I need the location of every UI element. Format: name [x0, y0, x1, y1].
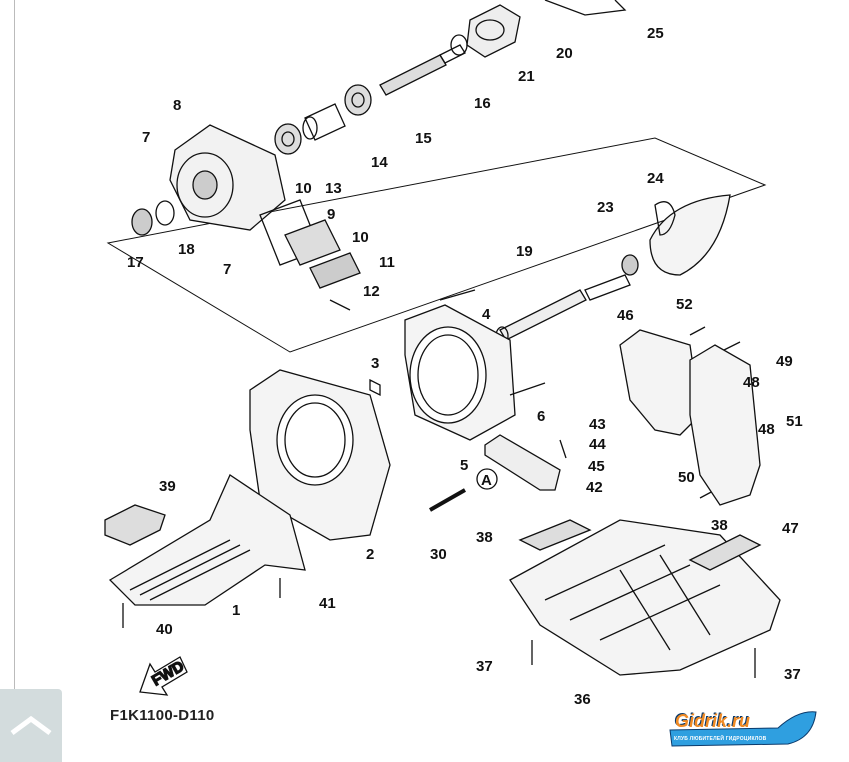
part-bolts [123, 290, 755, 678]
part-label: 14 [371, 154, 388, 171]
part-label: 12 [363, 283, 380, 300]
fwd-arrow [140, 657, 187, 695]
logo-wave-shape [668, 708, 818, 754]
group-outline [108, 138, 765, 352]
part-label: 20 [556, 45, 573, 62]
part-label: 6 [537, 408, 545, 425]
part-label: 47 [782, 520, 799, 537]
part-label: 3 [371, 355, 379, 372]
reference-mark-circle [477, 469, 497, 489]
part-label: 36 [574, 691, 591, 708]
part-housing-top [451, 0, 625, 57]
part-bracket-42 [485, 435, 560, 490]
part-impeller-24 [622, 195, 730, 275]
chevron-up-icon [8, 709, 54, 739]
part-label: 51 [786, 413, 803, 430]
part-label: 18 [178, 241, 195, 258]
part-label: 19 [516, 243, 533, 260]
part-label: 41 [319, 595, 336, 612]
part-label: 24 [647, 170, 664, 187]
part-label: 38 [476, 529, 493, 546]
part-label: 9 [327, 206, 335, 223]
part-label: 10 [295, 180, 312, 197]
part-label: 16 [474, 95, 491, 112]
scroll-to-top-button[interactable] [0, 689, 62, 762]
reference-mark: A [481, 472, 492, 489]
part-label: 48 [743, 374, 760, 391]
part-label: 45 [588, 458, 605, 475]
gidrik-logo: Gidrik.ru КЛУБ ЛЮБИТЕЛЕЙ ГИДРОЦИКЛОВ [668, 708, 818, 754]
part-label: 38 [711, 517, 728, 534]
part-shaft-19 [496, 275, 630, 345]
page-divider-line [14, 0, 15, 690]
drawing-code: F1K1100-D110 [110, 707, 215, 724]
part-gaskets-9-11 [260, 200, 360, 310]
part-label: 40 [156, 621, 173, 638]
part-label: 37 [476, 658, 493, 675]
part-label: 8 [173, 97, 181, 114]
part-label: 13 [325, 180, 342, 197]
part-label: 37 [784, 666, 801, 683]
part-label: 49 [776, 353, 793, 370]
part-label: 42 [586, 479, 603, 496]
part-label: 30 [430, 546, 447, 563]
part-label: 5 [460, 457, 468, 474]
part-label: 39 [159, 478, 176, 495]
part-label: 50 [678, 469, 695, 486]
part-label: 43 [589, 416, 606, 433]
part-label: 21 [518, 68, 535, 85]
part-label: 48 [758, 421, 775, 438]
part-label: 7 [223, 261, 231, 278]
part-label: 2 [366, 546, 374, 563]
part-label: 46 [617, 307, 634, 324]
part-label: 23 [597, 199, 614, 216]
part-label: 25 [647, 25, 664, 42]
part-label: 17 [127, 254, 144, 271]
part-label: 7 [142, 129, 150, 146]
part-labels: 25 20 21 16 8 15 7 14 13 10 9 10 24 23 1… [127, 25, 803, 708]
part-bearings [275, 85, 371, 154]
part-grate-36 [510, 520, 780, 675]
part-plate-1 [105, 475, 305, 605]
part-label: 44 [589, 436, 606, 453]
part-shaft-16 [380, 45, 465, 95]
part-duct-2 [250, 370, 390, 540]
part-duct-5 [405, 305, 515, 440]
part-label: 1 [232, 602, 240, 619]
part-label: 15 [415, 130, 432, 147]
part-label: 10 [352, 229, 369, 246]
part-housing-8 [132, 125, 285, 235]
logo-tagline: КЛУБ ЛЮБИТЕЛЕЙ ГИДРОЦИКЛОВ [674, 736, 767, 742]
part-plate-46-47 [620, 330, 760, 505]
logo-name: Gidrik.ru [675, 711, 751, 731]
part-label: 11 [379, 254, 395, 271]
part-label: 4 [482, 306, 491, 323]
part-label: 52 [676, 296, 693, 313]
